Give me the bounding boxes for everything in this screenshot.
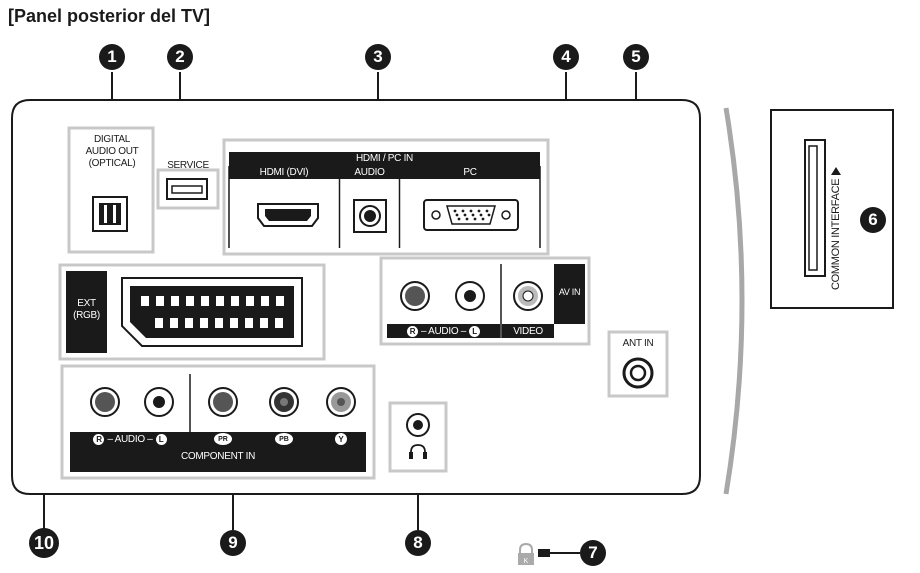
scart-pin [215, 318, 223, 328]
scart-pin [201, 296, 209, 306]
callout-1: 1 [99, 44, 125, 70]
scart-port-icon [121, 277, 303, 347]
digital-audio-out-label: DIGITAL AUDIO OUT (OPTICAL) [73, 134, 151, 170]
lock-slot [538, 549, 550, 557]
callout-3: 3 [365, 44, 391, 70]
scart-pin [246, 296, 254, 306]
arrow-icon [831, 166, 841, 175]
service-label: SERVICE [167, 160, 209, 171]
callout-6: 6 [860, 207, 886, 233]
callout-10: 10 [29, 528, 59, 558]
scart-pin [231, 296, 239, 306]
scart-pin [200, 318, 208, 328]
scart-pin [261, 296, 269, 306]
scart-pin [170, 318, 178, 328]
av-audio-text: – AUDIO – [420, 326, 467, 337]
pb-label: PB [275, 433, 293, 445]
pc-audio-jack-icon [353, 199, 387, 233]
l-mark: L [469, 326, 481, 337]
ci-slot-icon [804, 139, 826, 277]
scart-pin [216, 296, 224, 306]
pr-label: PR [214, 433, 232, 445]
av-in-label: AV IN [558, 287, 581, 297]
pc-label: PC [463, 167, 477, 178]
scart-pin [156, 296, 164, 306]
headphone-icon [409, 444, 427, 459]
callout-4: 4 [553, 44, 579, 70]
ant-in-label: ANT IN [622, 338, 654, 349]
component-pb-jack-icon [269, 387, 299, 417]
component-audio-label: R – AUDIO – L [70, 433, 190, 446]
component-y-jack-icon [326, 387, 356, 417]
r-mark: R [406, 326, 418, 337]
coax-jack-icon [622, 357, 654, 389]
ext-rgb-label: EXT (RGB) [66, 298, 107, 322]
r-mark: R [93, 434, 105, 445]
scart-pin [260, 318, 268, 328]
component-pr-jack-icon [208, 387, 238, 417]
component-in-label: COMPONENT IN [181, 451, 255, 462]
hdmi-port-icon [257, 203, 319, 227]
usb-port-icon [166, 178, 208, 200]
ext-rgb-label-bar [66, 271, 107, 353]
hdmi-pc-in-label: HDMI / PC IN [356, 153, 413, 164]
vga-port-icon [423, 199, 519, 231]
av-in-label-bar [554, 264, 585, 324]
component-audio-l-jack-icon [144, 387, 174, 417]
scart-pin [186, 296, 194, 306]
tv-side-edge [723, 107, 745, 495]
av-video-jack-icon [513, 281, 543, 311]
optical-port-icon [92, 196, 128, 232]
ext-line: EXT [77, 298, 96, 309]
scart-pin [245, 318, 253, 328]
digital-audio-line-1: DIGITAL [93, 134, 131, 145]
l-mark: L [155, 434, 167, 445]
y-label: Y [335, 433, 347, 445]
hdmi-dvi-label: HDMI (DVI) [259, 167, 309, 178]
component-audio-r-jack-icon [90, 387, 120, 417]
scart-pin [230, 318, 238, 328]
rgb-line: (RGB) [73, 310, 100, 321]
scart-pin [155, 318, 163, 328]
callout-7: 7 [580, 540, 606, 566]
video-label: VIDEO [513, 326, 543, 337]
hdmi-pc-in-header-bar [229, 152, 540, 166]
digital-audio-line-2: AUDIO OUT [85, 146, 139, 157]
kensington-lock-icon: K [518, 542, 534, 565]
scart-pin [141, 296, 149, 306]
svg-text:K: K [524, 558, 529, 565]
page-title: [Panel posterior del TV] [8, 6, 211, 26]
av-audio-r-jack-icon [400, 281, 430, 311]
scart-pin [171, 296, 179, 306]
callout-9: 9 [220, 530, 246, 556]
scart-pin [275, 318, 283, 328]
digital-audio-line-3: (OPTICAL) [88, 158, 136, 169]
headphone-jack-icon [406, 413, 430, 437]
audio-label: AUDIO [354, 167, 385, 178]
common-interface-text: COMMON INTERFACE [830, 178, 842, 290]
scart-pin [276, 296, 284, 306]
component-audio-text: – AUDIO – [107, 434, 153, 445]
common-interface-label: COMMON INTERFACE [830, 130, 842, 290]
port-group-borders [58, 126, 669, 480]
callout-2: 2 [167, 44, 193, 70]
av-audio-label: R – AUDIO – L [387, 325, 500, 338]
callout-8: 8 [405, 530, 431, 556]
av-audio-l-jack-icon [455, 281, 485, 311]
scart-pin [185, 318, 193, 328]
component-in-label-bar [70, 446, 366, 472]
callout-5: 5 [623, 44, 649, 70]
